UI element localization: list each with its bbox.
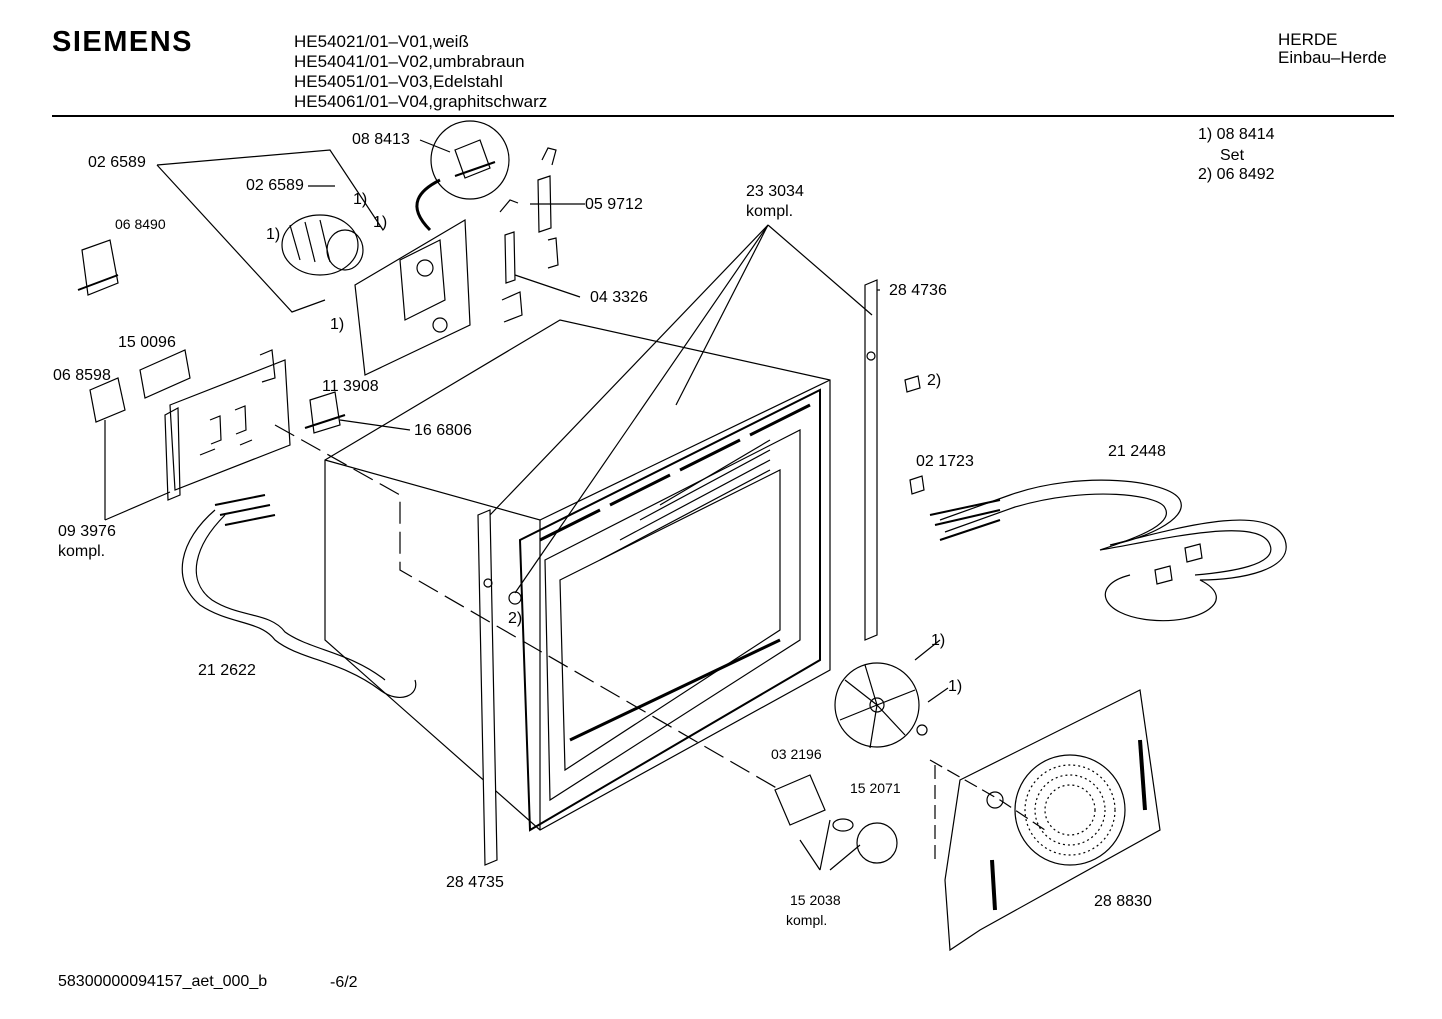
document-id: 58300000094157_aet_000_b: [58, 973, 268, 990]
part-label-043326: 04 3326: [590, 289, 648, 306]
part-label-152038-kompl: kompl.: [786, 912, 828, 928]
ref-marker-1: 1): [330, 316, 345, 333]
ref-marker-1: 1): [353, 191, 368, 208]
note-2: 2) 06 8492: [1198, 166, 1275, 183]
ref-marker-1: 1): [266, 226, 281, 243]
ref-marker-2: 2): [927, 372, 942, 389]
part-label-032196: 03 2196: [771, 746, 822, 762]
part-label-152071: 15 2071: [850, 780, 901, 796]
part-label-212448: 21 2448: [1108, 443, 1166, 460]
model-line-3: HE54051/01–V03,Edelstahl: [294, 72, 503, 91]
category-label: HERDE: [1278, 30, 1338, 49]
part-label-059712: 05 9712: [585, 196, 643, 213]
part-label-166806: 16 6806: [414, 422, 472, 439]
page-number: -6/2: [330, 974, 358, 991]
part-label-026589-b: 02 6589: [246, 177, 304, 194]
part-label-113908: 11 3908: [322, 378, 379, 395]
part-label-093976: 09 3976: [58, 523, 116, 540]
note-1-set: Set: [1220, 147, 1245, 164]
ref-marker-2: 2): [508, 610, 523, 627]
part-label-152038: 15 2038: [790, 892, 841, 908]
model-line-1: HE54021/01–V01,weiß: [294, 32, 469, 51]
brand-logo: SIEMENS: [52, 26, 194, 58]
note-1: 1) 08 8414: [1198, 126, 1275, 143]
part-label-021723: 02 1723: [916, 453, 974, 470]
part-label-288830: 28 8830: [1094, 893, 1152, 910]
subcategory-label: Einbau–Herde: [1278, 48, 1387, 67]
part-label-233034: 23 3034: [746, 183, 804, 200]
part-label-068490: 06 8490: [115, 216, 166, 232]
part-label-233034-kompl: kompl.: [746, 203, 794, 220]
ref-marker-1: 1): [373, 214, 388, 231]
ref-marker-1: 1): [948, 678, 963, 695]
part-label-088413: 08 8413: [352, 131, 410, 148]
part-label-068598: 06 8598: [53, 367, 111, 384]
part-label-212622: 21 2622: [198, 662, 256, 679]
part-label-284736: 28 4736: [889, 282, 947, 299]
part-label-284735: 28 4735: [446, 874, 504, 891]
model-line-2: HE54041/01–V02,umbrabraun: [294, 52, 525, 71]
part-label-150096: 15 0096: [118, 334, 176, 351]
model-line-4: HE54061/01–V04,graphitschwarz: [294, 92, 548, 111]
part-label-026589-a: 02 6589: [88, 154, 146, 171]
ref-marker-1: 1): [931, 632, 946, 649]
part-label-093976-kompl: kompl.: [58, 543, 106, 560]
